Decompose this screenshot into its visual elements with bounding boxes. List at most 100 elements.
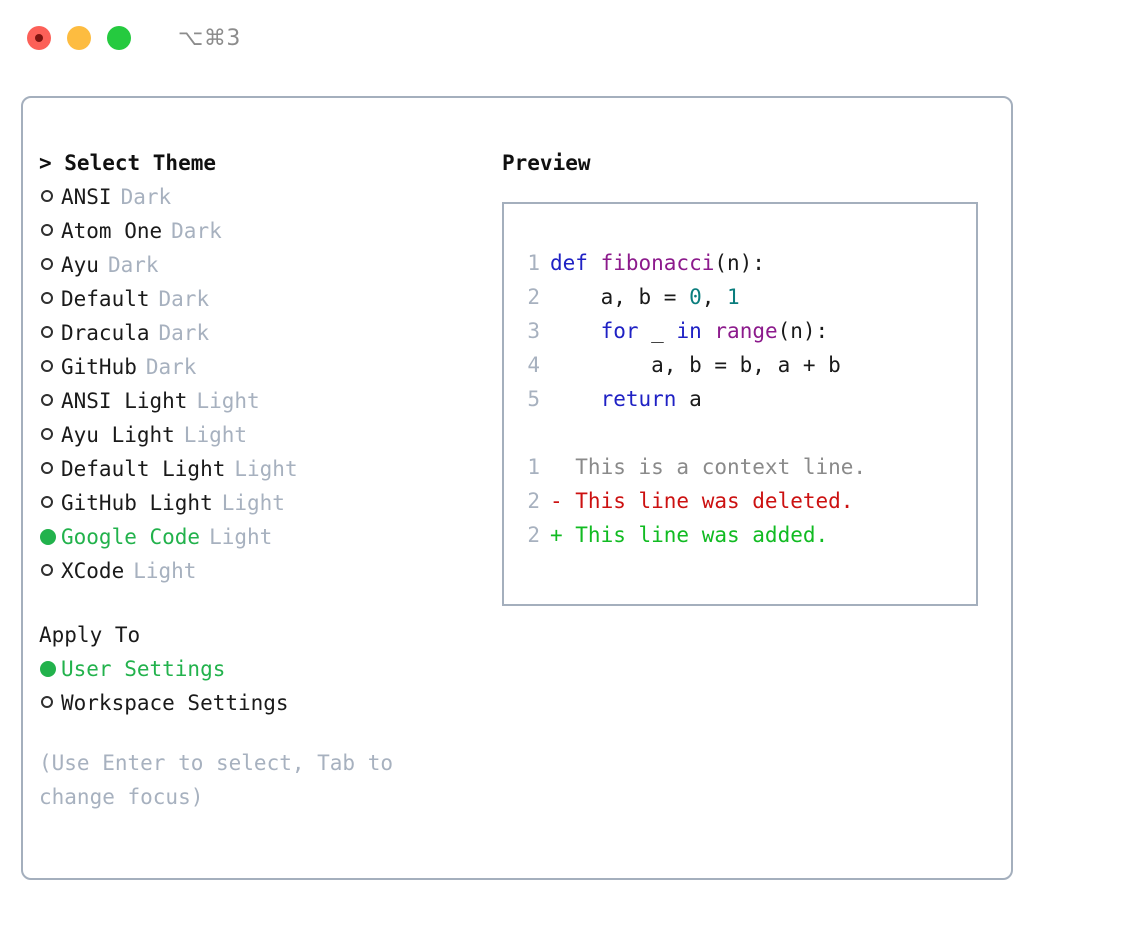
- line-number: 1: [527, 251, 540, 275]
- token-plain: [550, 319, 601, 343]
- theme-option-6[interactable]: ANSI Light Light: [39, 384, 479, 418]
- theme-variant-tag: Dark: [145, 355, 197, 379]
- line-number: 5: [527, 387, 540, 411]
- radio-unselected-icon[interactable]: [39, 214, 61, 248]
- token-plain: [550, 387, 601, 411]
- theme-option-label: GitHub: [61, 355, 137, 379]
- theme-variant-tag: Dark: [158, 321, 210, 345]
- line-number: 3: [527, 319, 540, 343]
- radio-unselected-icon[interactable]: [39, 180, 61, 214]
- radio-selected-icon[interactable]: [39, 652, 61, 686]
- apply-to-option-0[interactable]: User Settings: [39, 652, 479, 686]
- token-plain: (n):: [714, 251, 765, 275]
- radio-unselected-icon[interactable]: [39, 686, 61, 720]
- code-line: 2 a, b = 0, 1: [504, 280, 976, 314]
- theme-option-label: Default: [61, 287, 150, 311]
- theme-option-label: Ayu Light: [61, 423, 175, 447]
- theme-option-label: Dracula: [61, 321, 150, 345]
- radio-selected-icon[interactable]: [39, 520, 61, 554]
- minimize-button[interactable]: [67, 26, 91, 50]
- line-number: 4: [527, 353, 540, 377]
- token-kw: for: [600, 319, 639, 343]
- diff-line-content-ctx: This is a context line.: [550, 455, 867, 479]
- keyboard-hint-text: (Use Enter to select, Tab to change focu…: [39, 751, 406, 809]
- apply-to-option-label: Workspace Settings: [61, 691, 289, 715]
- window-controls: [27, 26, 131, 50]
- token-plain: ,: [701, 285, 728, 309]
- preview-title: Preview: [502, 151, 591, 175]
- theme-variant-tag: Light: [196, 389, 260, 413]
- radio-unselected-icon[interactable]: [39, 384, 61, 418]
- theme-option-label: ANSI Light: [61, 389, 188, 413]
- theme-option-label: ANSI: [61, 185, 112, 209]
- diff-line: 2 - This line was deleted.: [504, 484, 976, 518]
- token-fn: range: [714, 319, 778, 343]
- token-plain: _: [638, 319, 677, 343]
- token-kw: return: [600, 387, 677, 411]
- diff-line-number: 1: [527, 455, 540, 479]
- apply-to-option-label: User Settings: [61, 657, 226, 681]
- line-number: 2: [527, 285, 540, 309]
- token-plain: [702, 319, 715, 343]
- maximize-button[interactable]: [107, 26, 131, 50]
- token-plain: a: [676, 387, 702, 411]
- theme-option-label: Atom One: [61, 219, 163, 243]
- theme-option-7[interactable]: Ayu Light Light: [39, 418, 479, 452]
- radio-unselected-icon[interactable]: [39, 486, 61, 520]
- apply-to-option-1[interactable]: Workspace Settings: [39, 686, 479, 720]
- diff-line-number: 2: [527, 489, 540, 513]
- theme-option-label: XCode: [61, 559, 125, 583]
- apply-to-header: Apply To: [39, 623, 141, 647]
- theme-option-label: Google Code: [61, 525, 201, 549]
- token-plain: a, b =: [550, 285, 690, 309]
- diff-line-content-del: - This line was deleted.: [550, 489, 854, 513]
- titlebar: ⌥⌘3: [0, 0, 1140, 76]
- radio-unselected-icon[interactable]: [39, 248, 61, 282]
- theme-variant-tag: Dark: [107, 253, 159, 277]
- radio-unselected-icon[interactable]: [39, 418, 61, 452]
- token-num: 0: [689, 285, 702, 309]
- token-kw: def: [550, 251, 601, 275]
- token-kw: in: [676, 319, 702, 343]
- code-line-content: return a: [550, 382, 702, 416]
- theme-variant-tag: Dark: [171, 219, 222, 243]
- diff-line-content-add: + This line was added.: [550, 523, 829, 547]
- select-theme-header: > Select Theme: [39, 151, 217, 175]
- close-button[interactable]: [27, 26, 51, 50]
- diff-block: 1 This is a context line. 2 - This line wa…: [504, 450, 976, 552]
- code-line-content: a, b = 0, 1: [550, 280, 740, 314]
- radio-unselected-icon[interactable]: [39, 282, 61, 316]
- theme-option-5[interactable]: GitHub Dark: [39, 350, 479, 384]
- theme-option-label: Default Light: [61, 457, 226, 481]
- theme-option-label: GitHub Light: [61, 491, 213, 515]
- section-spacer: [39, 588, 479, 618]
- theme-option-4[interactable]: Dracula Dark: [39, 316, 479, 350]
- radio-unselected-icon[interactable]: [39, 350, 61, 384]
- theme-variant-tag: Light: [209, 525, 273, 549]
- theme-variant-tag: Light: [183, 423, 248, 447]
- code-line-content: a, b = b, a + b: [550, 348, 841, 382]
- code-line-content: for _ in range(n):: [550, 314, 829, 348]
- theme-option-10[interactable]: Google Code Light: [39, 520, 479, 554]
- diff-line: 2+ This line was added.: [504, 518, 976, 552]
- code-line: 5 return a: [504, 382, 976, 416]
- theme-option-1[interactable]: Atom One Dark: [39, 214, 479, 248]
- code-line: 4 a, b = b, a + b: [504, 348, 976, 382]
- code-line: 3 for _ in range(n):: [504, 314, 976, 348]
- theme-option-2[interactable]: Ayu Dark: [39, 248, 479, 282]
- radio-unselected-icon[interactable]: [39, 316, 61, 350]
- theme-option-label: Ayu: [61, 253, 99, 277]
- radio-unselected-icon[interactable]: [39, 452, 61, 486]
- radio-unselected-icon[interactable]: [39, 554, 61, 588]
